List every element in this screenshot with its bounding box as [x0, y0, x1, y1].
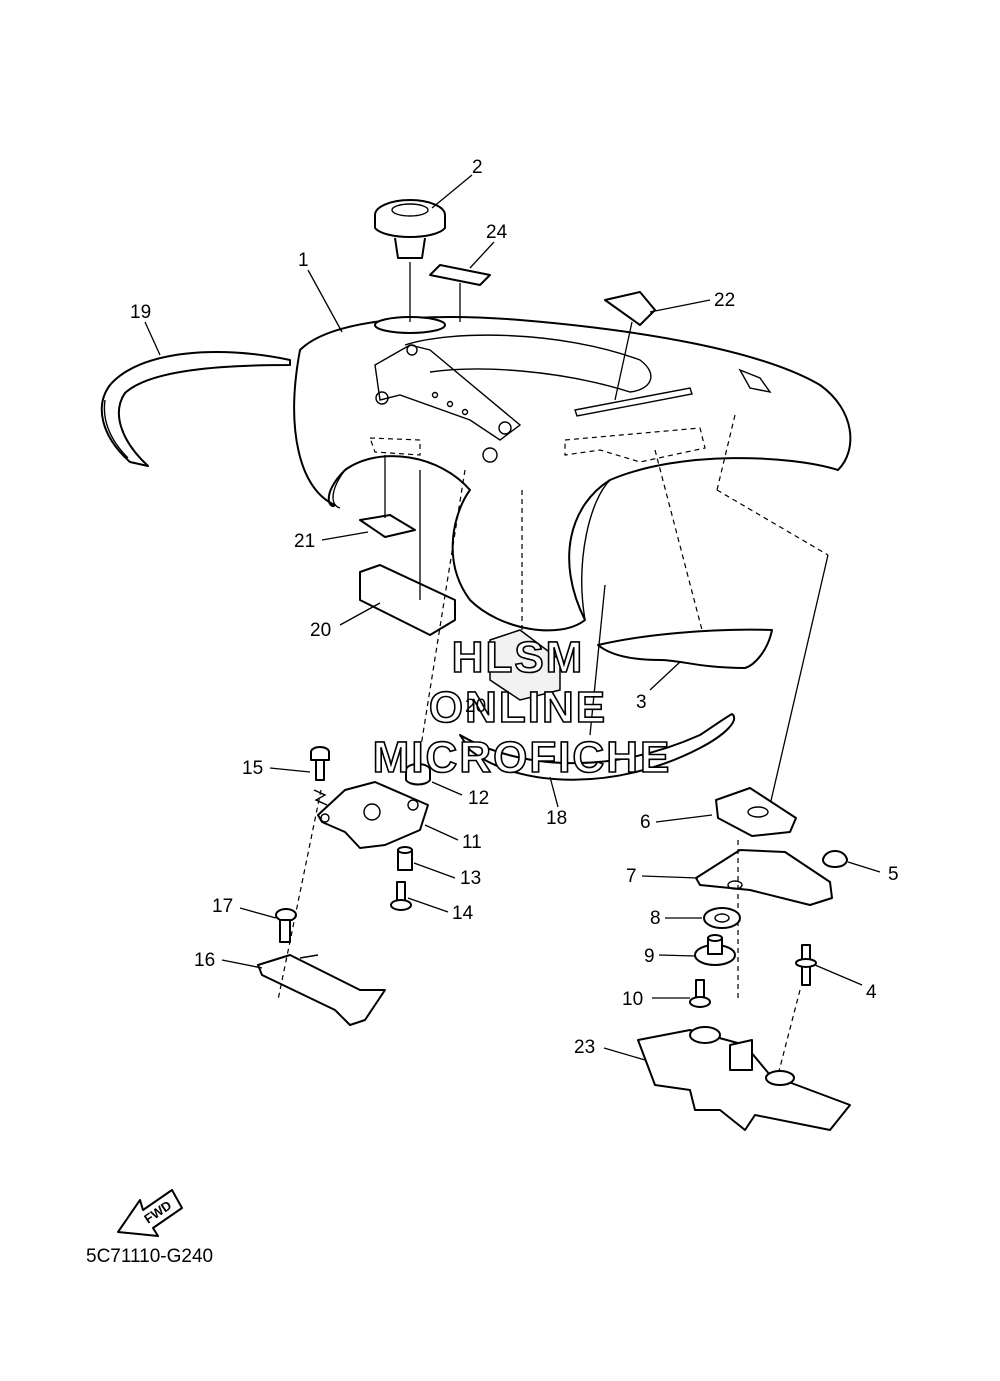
callout-14: 14 — [452, 903, 474, 924]
callout-21: 21 — [294, 531, 315, 552]
callout-15: 15 — [242, 758, 263, 779]
bolt-part-17 — [275, 908, 297, 943]
callout-17: 17 — [212, 896, 233, 917]
tank-mounting-bracket — [374, 344, 522, 463]
callout-8: 8 — [650, 908, 661, 929]
fuel-cap-part-2 — [374, 199, 446, 322]
bolt-part-10 — [689, 979, 711, 1008]
bolt-part-14 — [390, 881, 412, 911]
callout-4: 4 — [866, 982, 877, 1003]
leader-lines — [144, 174, 881, 1061]
fuel-tank-part-1 — [293, 316, 852, 632]
callout-22: 22 — [714, 290, 735, 311]
damper-part-20 — [359, 564, 456, 636]
bracket-part-11 — [317, 781, 429, 849]
callout-23: 23 — [574, 1037, 595, 1058]
callout-10: 10 — [622, 989, 643, 1010]
callout-12: 12 — [468, 788, 489, 809]
collar-part-13 — [397, 846, 413, 871]
damper-part-20-rear — [489, 629, 561, 701]
caution-label-part-22 — [604, 291, 656, 326]
side-panel-part-3 — [597, 628, 773, 669]
callout-19: 19 — [130, 302, 151, 323]
watermark: HLSM ONLINE MICROFICHE — [372, 632, 672, 783]
callout-9: 9 — [644, 946, 655, 967]
watermark-line-3: MICROFICHE — [373, 733, 672, 782]
nut-part-5 — [822, 850, 848, 868]
callout-20b: 20 — [465, 696, 486, 717]
stud-part-4 — [795, 944, 817, 986]
bracket-part-16 — [257, 954, 386, 1026]
callout-labels: 1 2 3 4 5 6 7 8 9 10 11 12 13 14 15 16 1… — [130, 157, 899, 1058]
collar-part-9 — [694, 934, 736, 966]
callout-7: 7 — [626, 866, 637, 887]
bolt-part-15 — [310, 746, 330, 781]
callout-5: 5 — [888, 864, 899, 885]
watermark-line-2: ONLINE — [429, 683, 607, 732]
fwd-arrow-icon: FWD — [117, 1189, 183, 1237]
diagram-code: 5C71110-G240 — [86, 1246, 213, 1267]
callout-1: 1 — [298, 250, 309, 271]
grommet-part-12 — [405, 763, 431, 786]
callout-18: 18 — [546, 808, 567, 829]
pad-part-21 — [359, 514, 416, 538]
callout-11: 11 — [462, 832, 482, 853]
label-plate-part-24 — [429, 264, 491, 286]
rail-part-18 — [459, 713, 735, 781]
callout-2: 2 — [472, 157, 483, 178]
watermark-line-1: HLSM — [452, 633, 585, 682]
washer-part-8 — [703, 907, 741, 929]
callout-6: 6 — [640, 812, 651, 833]
damper-part-6 — [715, 787, 797, 837]
callout-16: 16 — [194, 950, 215, 971]
callout-13: 13 — [460, 868, 481, 889]
trim-strip-part-19 — [100, 351, 291, 467]
callout-24: 24 — [486, 222, 508, 243]
callout-3: 3 — [636, 692, 647, 713]
bracket-part-7 — [695, 849, 833, 906]
callout-20a: 20 — [310, 620, 331, 641]
